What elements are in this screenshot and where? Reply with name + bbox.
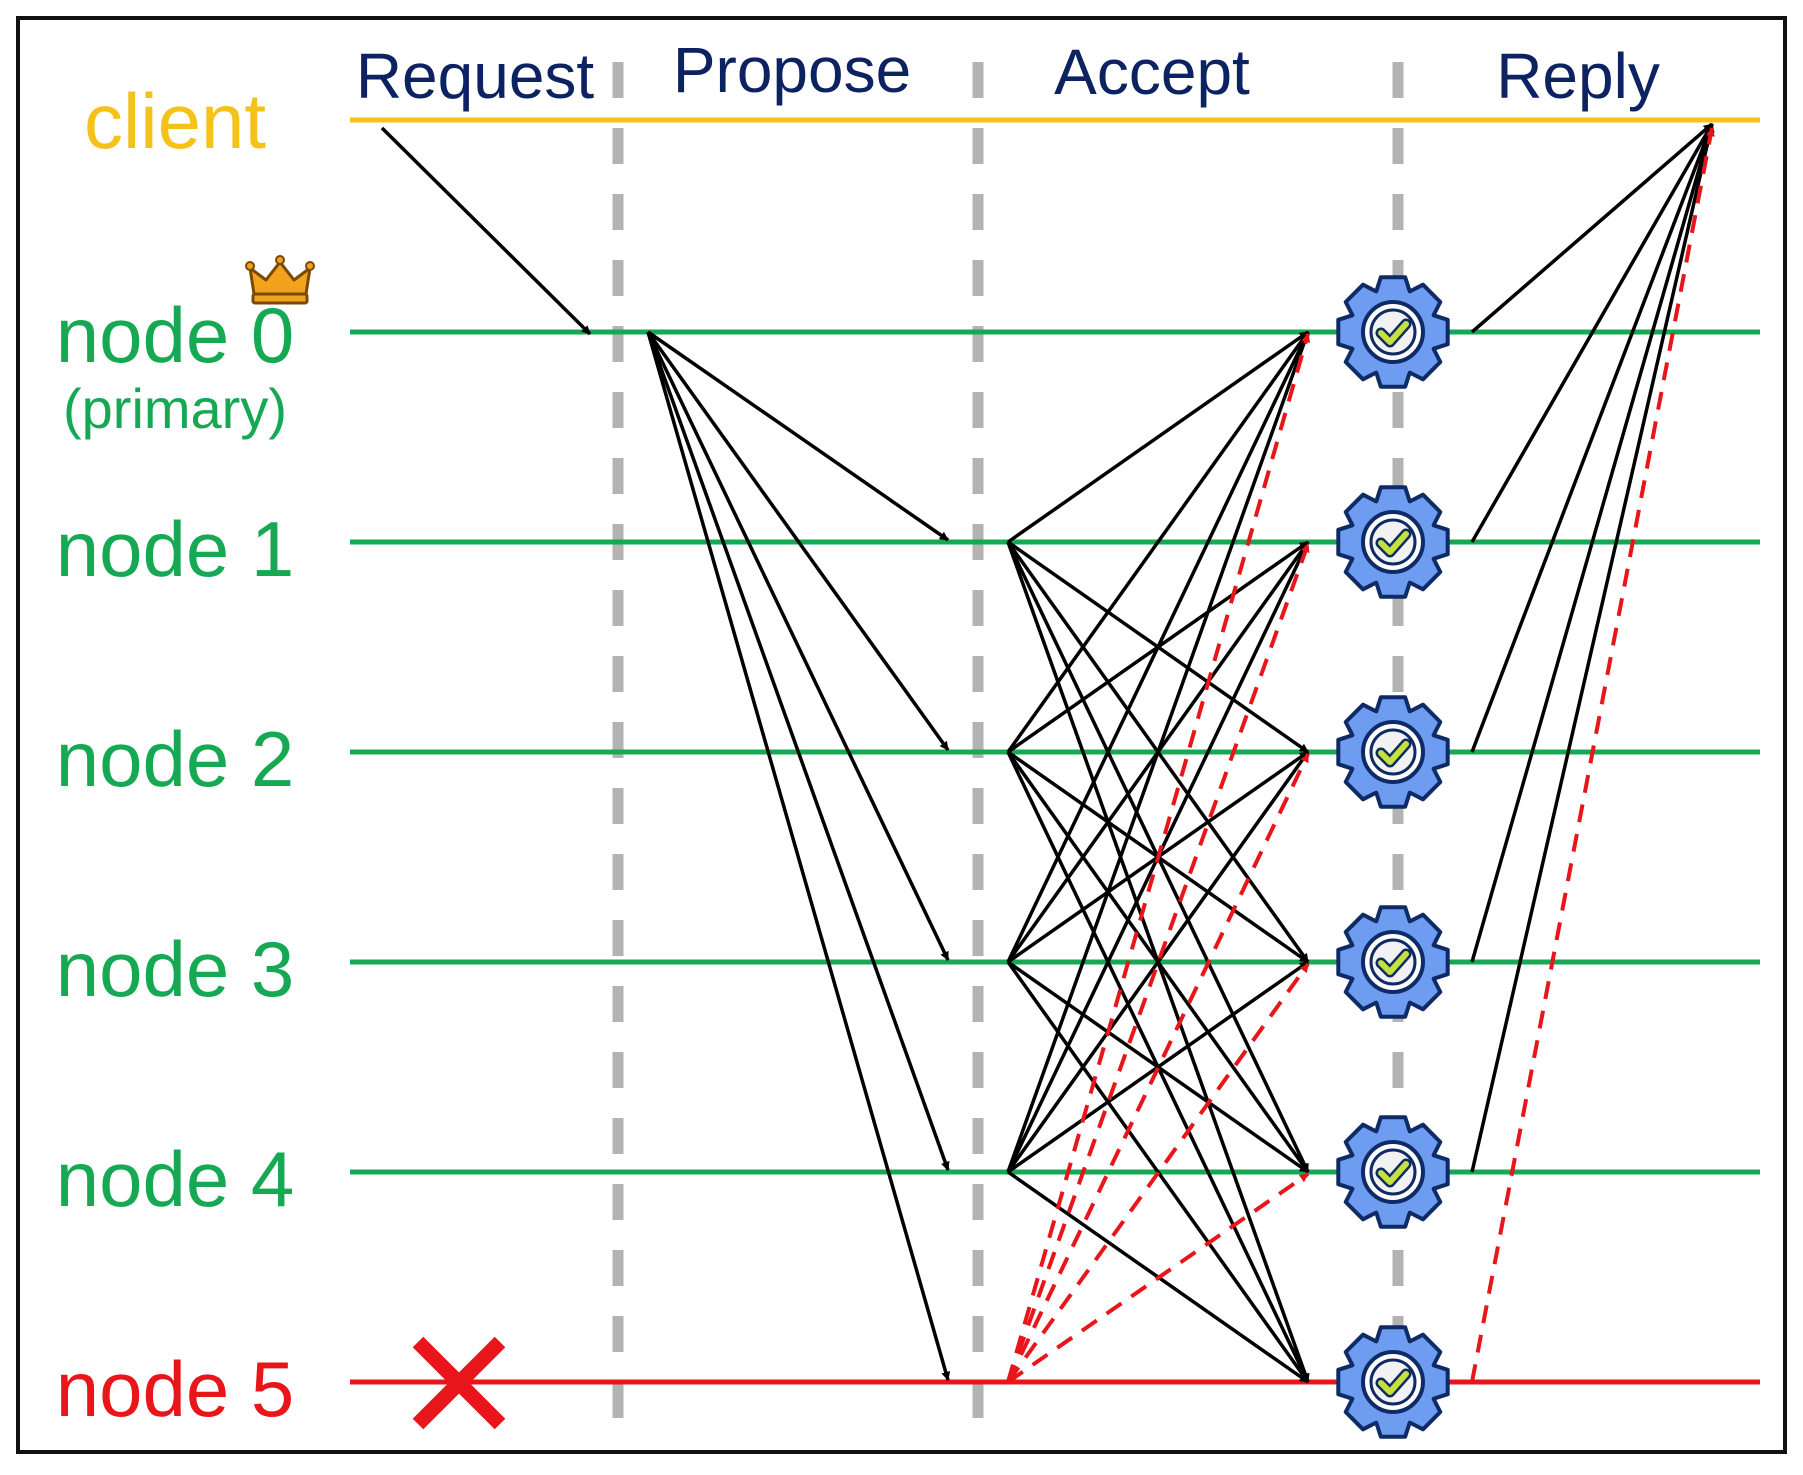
node-1-gear-check-icon xyxy=(1336,485,1450,599)
node-0-gear-check-icon xyxy=(1336,275,1450,389)
node-5-label: node 5 xyxy=(56,1345,295,1433)
request-arrow xyxy=(380,126,592,336)
reply-arrow-4-to-client xyxy=(1470,123,1715,1173)
reply-arrow-0-to-client xyxy=(1470,122,1714,334)
message-arrows xyxy=(380,122,1715,1384)
propose-arrow-0-to-5 xyxy=(646,331,951,1381)
accept-arrow-4-to-2 xyxy=(1006,750,1310,1174)
faulty-arrow-5-to-3 xyxy=(1006,962,1310,1384)
propose-arrow-0-to-3 xyxy=(646,331,950,961)
node-1-label: node 1 xyxy=(56,505,295,593)
propose-arrow-0-to-2 xyxy=(646,330,950,752)
reply-arrow-1-to-client xyxy=(1470,123,1714,543)
reply-arrow-3-to-client xyxy=(1470,123,1715,963)
accept-arrow-4-to-3 xyxy=(1006,960,1310,1174)
accept-arrow-3-to-0 xyxy=(1006,331,1310,963)
node-5-gear-check-icon xyxy=(1336,1325,1450,1439)
cross-icon xyxy=(412,1336,506,1430)
phase-label-propose: Propose xyxy=(673,34,911,106)
node-2-gear-check-icon xyxy=(1336,695,1450,809)
check-icon xyxy=(1378,321,1409,345)
node-3-label: node 3 xyxy=(56,925,295,1013)
crown-icon xyxy=(245,255,315,305)
check-icon xyxy=(1378,531,1409,555)
check-icon xyxy=(1378,741,1409,765)
node-4-label: node 4 xyxy=(56,1135,295,1223)
check-icon xyxy=(1378,951,1409,975)
faulty-arrow-5-to-2 xyxy=(1006,753,1310,1383)
client-label: client xyxy=(84,77,266,165)
faulty-arrow-5-to-0 xyxy=(1006,333,1311,1383)
accept-arrow-4-to-0 xyxy=(1006,331,1310,1173)
node-4-gear-check-icon xyxy=(1336,1115,1450,1229)
node-0-label: node 0 xyxy=(56,291,295,379)
phase-label-reply: Reply xyxy=(1496,40,1660,112)
accept-arrow-2-to-0 xyxy=(1006,330,1310,754)
reply-arrow-2-to-client xyxy=(1470,123,1714,753)
node-2-label: node 2 xyxy=(56,715,295,803)
node-0-primary-sublabel: (primary) xyxy=(63,377,287,440)
accept-arrow-1-to-0 xyxy=(1006,330,1310,544)
phase-label-request: Request xyxy=(356,40,595,112)
faulty-arrow-5-to-4 xyxy=(1006,1172,1310,1384)
propose-arrow-0-to-4 xyxy=(646,331,950,1171)
reply-arrow-5-to-client xyxy=(1470,127,1715,1383)
propose-arrow-0-to-1 xyxy=(647,330,949,542)
commit-icons xyxy=(1336,275,1450,1439)
node-3-gear-check-icon xyxy=(1336,905,1450,1019)
check-icon xyxy=(1378,1161,1409,1185)
phase-label-accept: Accept xyxy=(1054,36,1250,108)
check-icon xyxy=(1378,1371,1409,1395)
